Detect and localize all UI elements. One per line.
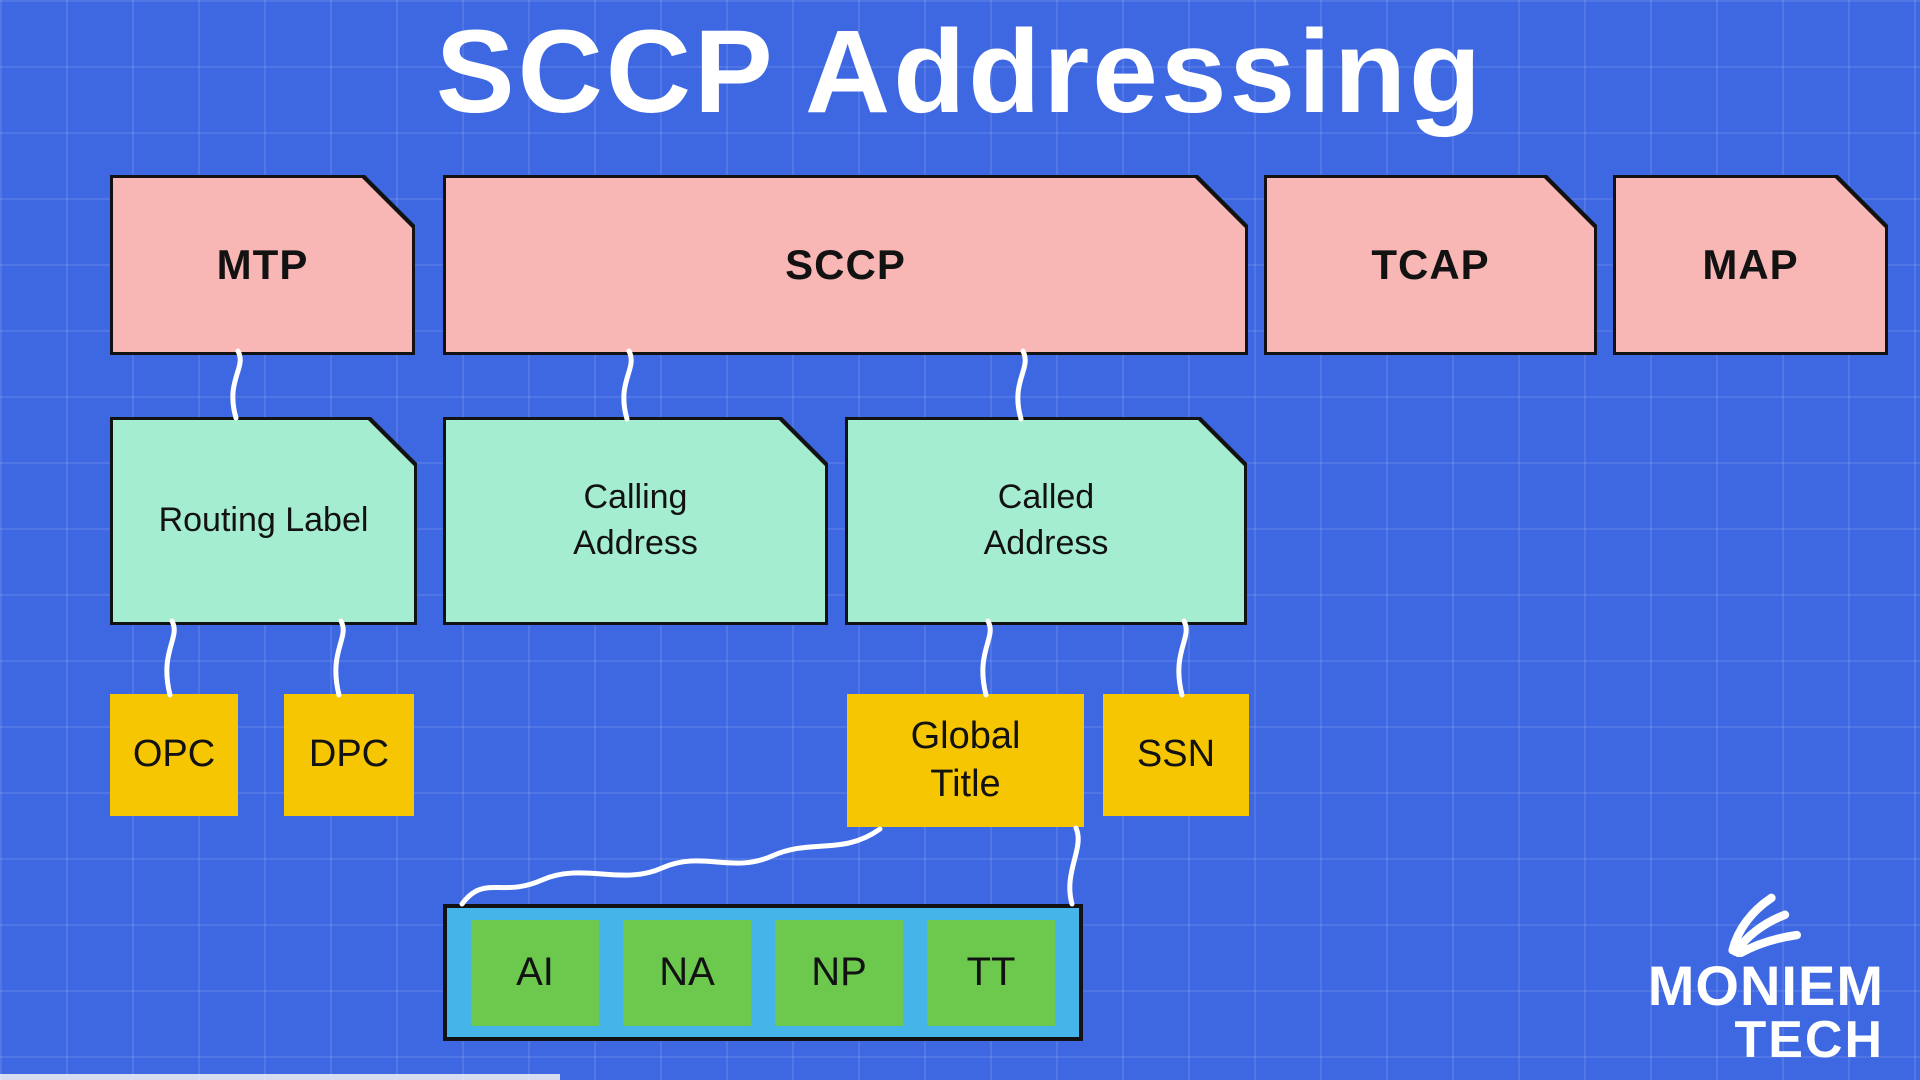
protocol-box-mtp: MTP (110, 175, 415, 355)
param-box-opc: OPC (110, 694, 238, 816)
diagram-title: SCCP Addressing (435, 6, 1485, 138)
connector-routing-label-opc (164, 618, 177, 698)
field-box-na: NA (623, 919, 751, 1026)
connector-called-address-ssn (1176, 618, 1189, 698)
protocol-box-sccp: SCCP (443, 175, 1248, 355)
connector-routing-label-dpc (333, 618, 346, 698)
address-box-called-address: Called Address (845, 417, 1247, 625)
field-box-ai: AI (471, 919, 599, 1026)
protocol-box-mtp-label: MTP (113, 178, 412, 352)
address-box-routing-label-text: Routing Label (158, 501, 369, 540)
connector-sccp-called-address (1015, 348, 1028, 422)
protocol-box-tcap: TCAP (1264, 175, 1597, 355)
connector-global-title-bar-right (1067, 825, 1081, 907)
address-box-called-address-text: Called Address (983, 478, 1109, 562)
address-box-calling-address-text: Calling Address (573, 478, 698, 562)
global-title-fields-bar: AI NA NP TT (443, 904, 1083, 1041)
connector-mtp-routing-label (230, 348, 243, 421)
protocol-box-map-label: MAP (1616, 178, 1885, 352)
bottom-edge-strip (0, 1074, 560, 1080)
param-box-dpc: DPC (284, 694, 414, 816)
param-box-opc-label: OPC (132, 733, 216, 776)
field-box-np: NP (775, 919, 903, 1026)
param-box-global-title-label: Global Title (910, 715, 1021, 805)
connector-sccp-calling-address (621, 348, 634, 422)
param-box-dpc-label: DPC (308, 733, 390, 776)
param-box-ssn: SSN (1103, 694, 1249, 816)
address-box-calling-address: Calling Address (443, 417, 828, 625)
param-box-global-title: Global Title (847, 694, 1084, 827)
protocol-box-map: MAP (1613, 175, 1888, 355)
address-box-routing-label: Routing Label (110, 417, 417, 625)
connector-global-title-bar-left (459, 826, 883, 907)
signal-fan-icon (1720, 881, 1806, 962)
protocol-box-sccp-label: SCCP (446, 178, 1245, 352)
field-box-tt: TT (927, 919, 1055, 1026)
logo-line1: MONIEM (1647, 954, 1884, 1017)
connector-called-address-global-title (980, 618, 993, 698)
moniem-tech-logo: MONIEM TECH (1648, 881, 1884, 1066)
logo-line2: TECH (1734, 1011, 1884, 1069)
param-box-ssn-label: SSN (1136, 733, 1216, 776)
protocol-box-tcap-label: TCAP (1267, 178, 1594, 352)
